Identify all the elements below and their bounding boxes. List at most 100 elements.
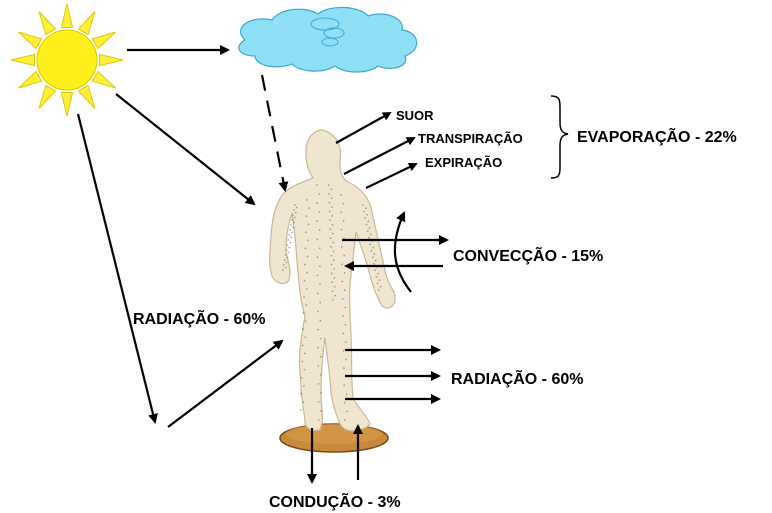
acupuncture-point <box>293 221 295 224</box>
acupuncture-point <box>342 367 345 369</box>
acupuncture-point <box>329 237 332 239</box>
acupuncture-point <box>304 263 306 266</box>
acupuncture-point <box>367 220 370 223</box>
acupuncture-point <box>343 254 346 257</box>
acupuncture-point <box>330 188 333 191</box>
acupuncture-point <box>340 211 343 214</box>
acupuncture-point <box>368 226 371 229</box>
acupuncture-point <box>287 239 290 241</box>
acupuncture-point <box>345 393 348 395</box>
acupuncture-point <box>305 215 308 218</box>
acupuncture-point <box>366 230 369 233</box>
evaporation-brace <box>550 95 569 179</box>
acupuncture-point <box>320 410 323 412</box>
acupuncture-point <box>329 219 331 222</box>
acupuncture-point <box>343 401 346 404</box>
acupuncture-point <box>371 256 374 259</box>
arrow-ground-to-body <box>167 339 284 428</box>
acupuncture-point <box>363 210 365 213</box>
acupuncture-point <box>318 265 321 268</box>
acupuncture-point <box>317 382 320 385</box>
acupuncture-point <box>332 250 335 253</box>
acupuncture-point <box>378 279 381 282</box>
acupuncture-point <box>330 254 333 257</box>
acupuncture-point <box>307 239 309 242</box>
acupuncture-point <box>333 276 336 279</box>
acupuncture-point <box>366 213 368 216</box>
acupuncture-point <box>282 264 285 266</box>
sun-ray <box>91 70 116 89</box>
acupuncture-point <box>292 214 294 216</box>
acupuncture-point <box>318 193 321 195</box>
arrow-cloud-to-body-dashed <box>260 74 289 192</box>
acupuncture-point <box>318 229 321 232</box>
acupuncture-points <box>281 184 382 421</box>
acupuncture-point <box>328 192 331 195</box>
acupuncture-point <box>289 229 292 231</box>
acupuncture-point <box>332 259 335 262</box>
acupuncture-point <box>288 234 291 236</box>
acupuncture-point <box>315 184 318 186</box>
label-conveccao: CONVECÇÃO - 15% <box>453 245 603 265</box>
label-transpiracao: TRANSPIRAÇÃO <box>418 131 523 146</box>
acupuncture-point <box>333 268 336 270</box>
acupuncture-point <box>379 285 382 288</box>
acupuncture-point <box>364 217 367 219</box>
acupuncture-point <box>290 236 293 239</box>
acupuncture-point <box>300 392 303 395</box>
acupuncture-point <box>319 301 322 304</box>
acupuncture-point <box>339 194 342 196</box>
acupuncture-point <box>343 271 346 274</box>
acupuncture-point <box>329 228 332 231</box>
sun-ray <box>38 84 57 109</box>
acupuncture-point <box>306 255 309 258</box>
acupuncture-point <box>327 184 330 186</box>
acupuncture-point <box>340 246 343 248</box>
acupuncture-point <box>319 283 321 286</box>
acupuncture-point <box>286 256 289 259</box>
acupuncture-point <box>342 315 344 318</box>
sun-ray <box>99 53 124 67</box>
acupuncture-point <box>305 304 308 306</box>
acupuncture-point <box>289 241 292 244</box>
acupuncture-point <box>334 294 336 297</box>
acupuncture-point <box>295 206 298 209</box>
acupuncture-point <box>304 320 307 323</box>
sun-ray <box>91 31 116 50</box>
acupuncture-point <box>330 263 333 266</box>
acupuncture-point <box>341 297 344 300</box>
acupuncture-point <box>328 210 331 213</box>
acupuncture-point <box>331 232 334 235</box>
acupuncture-point <box>287 251 290 254</box>
label-conducao: CONDUÇÃO - 3% <box>269 491 401 511</box>
acupuncture-point <box>319 319 322 322</box>
acupuncture-point <box>294 211 297 214</box>
acupuncture-point <box>331 223 334 226</box>
sun-ray <box>10 53 35 67</box>
arrow-suor <box>335 112 392 144</box>
label-evaporacao: EVAPORAÇÃO - 22% <box>577 126 737 146</box>
acupuncture-point <box>330 272 333 275</box>
acupuncture-point <box>288 246 291 249</box>
arrow-sun-to-ground <box>76 113 158 424</box>
sun-ray <box>60 3 74 28</box>
acupuncture-point <box>344 306 347 309</box>
acupuncture-point <box>368 236 370 239</box>
acupuncture-point <box>284 254 287 256</box>
acupuncture-point <box>317 346 320 349</box>
acupuncture-point <box>372 246 375 249</box>
arrow-expiracao <box>365 162 418 189</box>
acupuncture-point <box>343 237 345 240</box>
acupuncture-point <box>317 328 319 331</box>
acupuncture-point <box>342 220 345 222</box>
acupuncture-point <box>346 410 348 413</box>
acupuncture-point <box>342 202 345 205</box>
label-radiacao-right: RADIAÇÃO - 60% <box>451 368 583 388</box>
acupuncture-point <box>328 201 331 204</box>
acupuncture-point <box>305 287 308 290</box>
acupuncture-point <box>304 336 307 339</box>
acupuncture-point <box>302 401 305 403</box>
acupuncture-point <box>302 312 305 314</box>
acupuncture-point <box>331 299 334 301</box>
acupuncture-point <box>302 328 305 331</box>
